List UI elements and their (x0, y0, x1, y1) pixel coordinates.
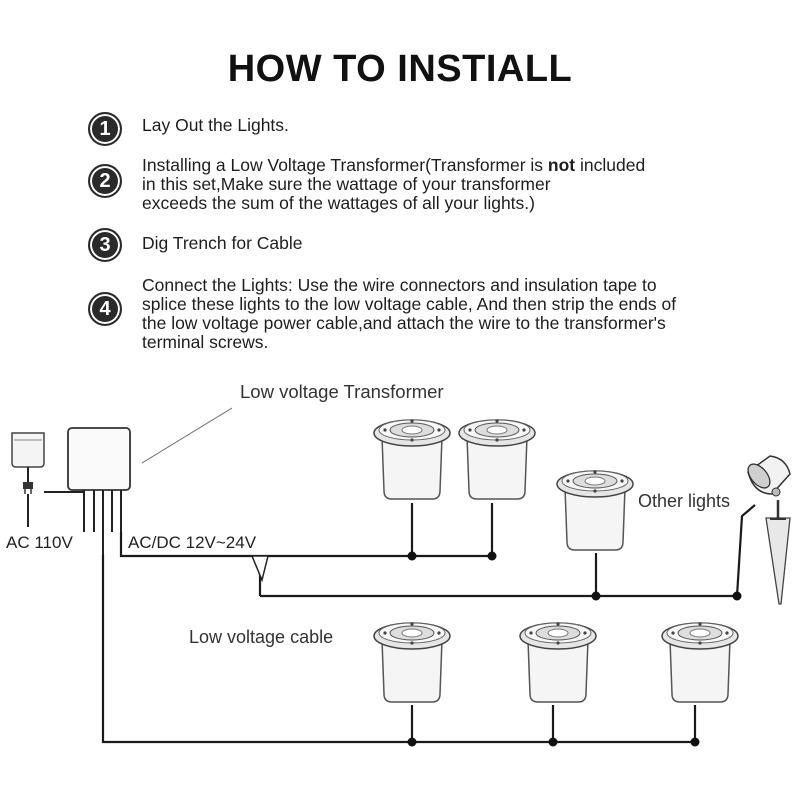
step-number-2: 2 (88, 164, 122, 198)
junction-dots (407, 551, 742, 747)
step-2-line-2: in this set,Make sure the wattage of you… (142, 174, 551, 194)
transformer-label: Low voltage Transformer (240, 381, 444, 402)
step-4-line-3: the low voltage power cable,and attach t… (142, 313, 666, 333)
step-2-line-1-post: included (575, 155, 646, 175)
step-2-not-emphasis: not (547, 155, 576, 175)
other-lights-label: Other lights (638, 491, 730, 511)
transformer-box (44, 427, 131, 555)
cable-label: Low voltage cable (189, 627, 333, 647)
ac-input-label: AC 110V (6, 533, 73, 552)
low-voltage-wires (101, 503, 756, 744)
wire-connector-icon (250, 555, 269, 583)
step-2-line-1-pre: Installing a Low Voltage Transformer(Tra… (142, 155, 548, 175)
in-ground-light-2 (458, 418, 536, 500)
page-title: HOW TO INSTIALL (227, 48, 573, 90)
step-number-3: 3 (88, 228, 122, 262)
step-3-text: Dig Trench for Cable (142, 233, 303, 253)
step-4-line-2: splice these lights to the low voltage c… (142, 294, 677, 314)
in-ground-light-4 (373, 621, 451, 703)
in-ground-light-3 (556, 469, 634, 551)
in-ground-light-5 (519, 621, 597, 703)
step-2-line-1: Installing a Low Voltage Transformer(Tra… (142, 156, 645, 175)
spotlight-stake-icon (747, 455, 791, 605)
step-number-1: 1 (88, 112, 122, 146)
step-4-line-1: Connect the Lights: Use the wire connect… (142, 275, 657, 295)
step-4-line-4: terminal screws. (142, 332, 269, 352)
ac-plug-icon (11, 432, 45, 527)
step-number-4: 4 (88, 292, 122, 326)
step-2-line-3: exceeds the sum of the wattages of all y… (142, 193, 535, 213)
step-1-text: Lay Out the Lights. (142, 115, 289, 135)
transformer-leader-line (141, 407, 233, 464)
in-ground-light-6 (661, 621, 739, 703)
acdc-output-label: AC/DC 12V~24V (128, 533, 257, 552)
in-ground-light-1 (373, 418, 451, 500)
